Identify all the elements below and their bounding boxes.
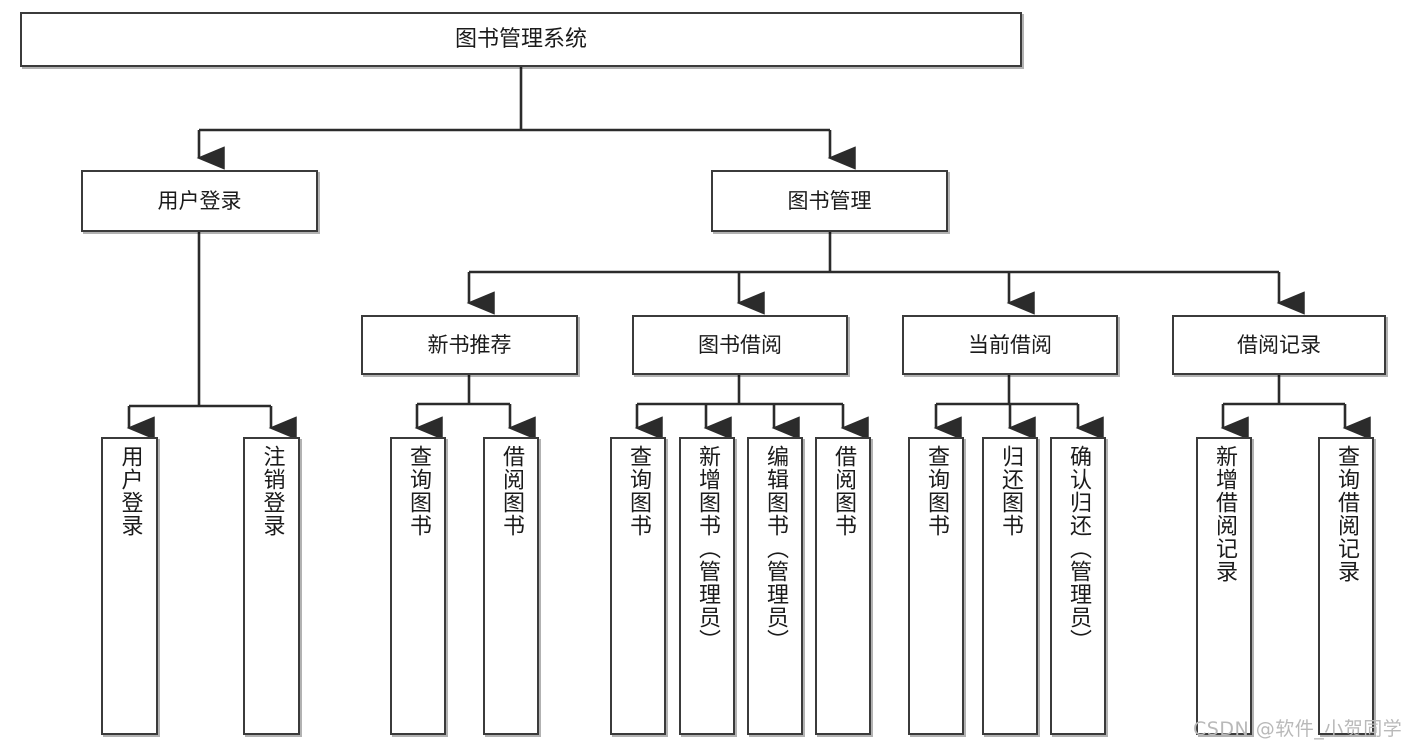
node-leaf-borrow-book-1[interactable]: 借阅图书 — [483, 437, 539, 735]
node-label: 借阅记录 — [1237, 332, 1321, 357]
node-leaf-query-book-3[interactable]: 查询图书 — [908, 437, 964, 735]
node-leaf-query-book-2[interactable]: 查询图书 — [610, 437, 666, 735]
node-label: 归还图书 — [998, 445, 1023, 537]
node-label: 借阅图书 — [831, 445, 856, 537]
node-label: 确认归还（管理员） — [1066, 445, 1091, 652]
node-label: 图书借阅 — [698, 332, 782, 357]
node-leaf-edit-book[interactable]: 编辑图书（管理员） — [747, 437, 803, 735]
node-user-login[interactable]: 用户登录 — [81, 170, 318, 232]
node-book-borrow[interactable]: 图书借阅 — [632, 315, 848, 375]
node-current-borrow[interactable]: 当前借阅 — [902, 315, 1118, 375]
node-label: 编辑图书（管理员） — [763, 445, 788, 652]
node-leaf-add-record[interactable]: 新增借阅记录 — [1196, 437, 1252, 735]
node-leaf-confirm-return[interactable]: 确认归还（管理员） — [1050, 437, 1106, 735]
node-label: 用户登录 — [117, 445, 143, 537]
node-leaf-add-book[interactable]: 新增图书（管理员） — [679, 437, 735, 735]
node-leaf-query-book-1[interactable]: 查询图书 — [390, 437, 446, 735]
node-label: 新增借阅记录 — [1212, 445, 1237, 583]
node-label: 注销登录 — [259, 445, 285, 537]
node-label: 用户登录 — [157, 188, 242, 213]
node-label: 查询借阅记录 — [1334, 445, 1359, 583]
node-leaf-return-book[interactable]: 归还图书 — [982, 437, 1038, 735]
node-leaf-user-login[interactable]: 用户登录 — [101, 437, 158, 735]
node-new-book-recommend[interactable]: 新书推荐 — [361, 315, 578, 375]
csdn-watermark: CSDN @软件_小贺同学 — [1193, 718, 1403, 740]
node-leaf-borrow-book-2[interactable]: 借阅图书 — [815, 437, 871, 735]
node-label: 新书推荐 — [427, 332, 512, 357]
node-leaf-query-record[interactable]: 查询借阅记录 — [1318, 437, 1374, 735]
node-label: 当前借阅 — [968, 332, 1052, 357]
node-label: 借阅图书 — [499, 445, 524, 537]
node-borrow-record[interactable]: 借阅记录 — [1172, 315, 1386, 375]
node-label: 图书管理系统 — [454, 26, 587, 52]
node-label: 查询图书 — [924, 445, 949, 537]
node-label: 图书管理 — [787, 188, 872, 213]
node-root-book-management-system[interactable]: 图书管理系统 — [20, 12, 1022, 67]
node-label: 新增图书（管理员） — [695, 445, 720, 652]
node-leaf-user-logout[interactable]: 注销登录 — [243, 437, 300, 735]
node-book-management[interactable]: 图书管理 — [711, 170, 948, 232]
node-label: 查询图书 — [406, 445, 431, 537]
node-label: 查询图书 — [626, 445, 651, 537]
